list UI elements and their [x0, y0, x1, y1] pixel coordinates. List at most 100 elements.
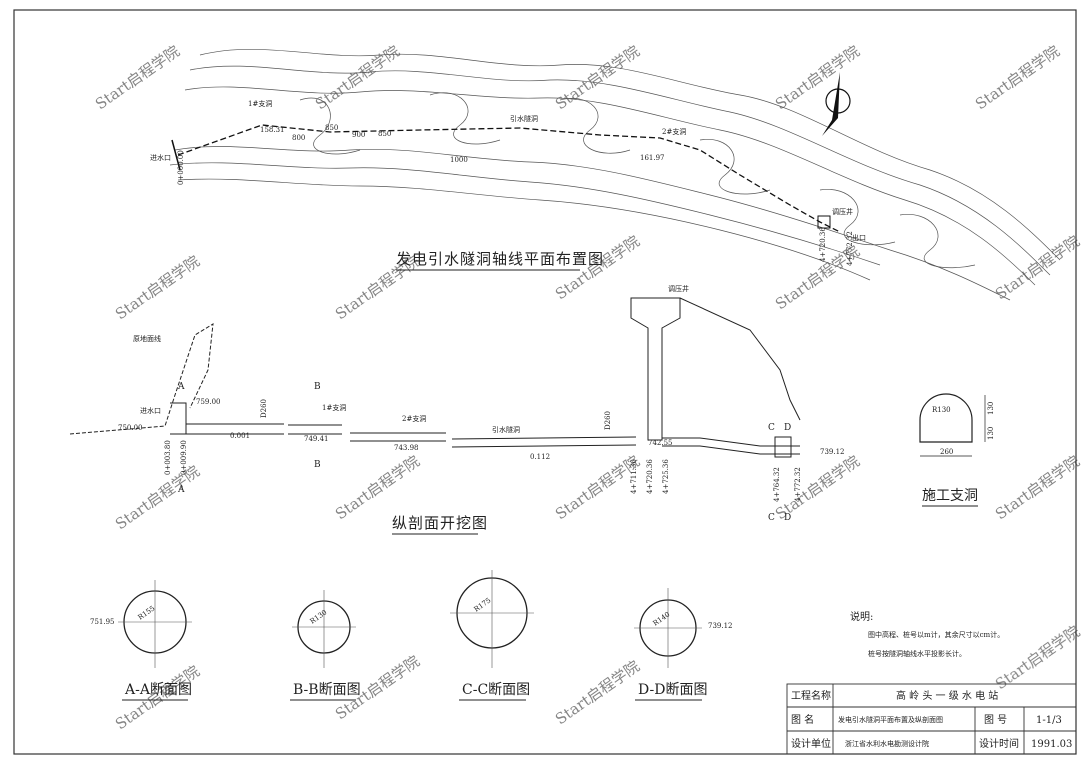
contour-line [189, 65, 1051, 276]
section-c: R175 C-C断面图 [450, 570, 534, 701]
section-mark-a: A [177, 382, 185, 392]
profile-st-inlet1: 0+003.80 [164, 440, 172, 475]
watermark-text: Start启程学院 [92, 42, 183, 113]
watermark-text: Start启程学院 [332, 452, 423, 523]
profile-slope-1: 0.001 [230, 432, 250, 440]
profile-outlet-elev: 739.12 [820, 448, 845, 456]
plan-adit2-elev: 161.97 [640, 154, 665, 162]
section-mark-c: C [768, 513, 775, 523]
profile-d260b: D260 [604, 411, 612, 430]
section-mark-b: B [314, 382, 321, 392]
title-block-frame [786, 683, 1077, 755]
hill-line [679, 297, 801, 421]
sheet-border [13, 9, 1077, 755]
profile-adit2-elev: 743.98 [394, 444, 419, 452]
section-a: R155 751.95 A-A断面图 [90, 580, 192, 701]
section-title: A-A断面图 [124, 682, 192, 698]
section-title: D-D断面图 [638, 682, 707, 698]
section-mark-b: B [314, 460, 321, 470]
plan-contour-label: 850 [325, 124, 338, 132]
watermark-text: Start启程学院 [312, 42, 403, 113]
contour-line [699, 139, 771, 195]
plan-surge-label: 调压井 [832, 207, 853, 216]
contour-line [184, 86, 1036, 286]
tb-time-label: 设计时间 [979, 737, 1019, 750]
profile-slope-2: 0.112 [530, 453, 550, 461]
adit-r: R130 [932, 406, 951, 414]
section-title: B-B断面图 [293, 682, 361, 698]
tb-no-label: 图 号 [984, 714, 1007, 726]
section-elev: 739.12 [708, 622, 733, 630]
profile-title: 纵剖面开挖图 [392, 514, 488, 532]
contour-line [819, 189, 896, 246]
watermark-text: Start启程学院 [992, 452, 1083, 523]
plan-adit1-label: 1#支洞 [248, 99, 272, 108]
profile-inlet-label: 进水口 [140, 406, 161, 415]
section-r: R155 [137, 604, 157, 621]
profile-d260a: D260 [260, 399, 268, 418]
profile-st-d: 4+764.32 [773, 467, 781, 502]
ground-line [69, 323, 214, 435]
tunnel-segment-5 [662, 437, 800, 455]
plan-tunnel-label: 引水隧洞 [510, 114, 538, 123]
plan-surge-shaft [817, 215, 831, 229]
plan-contour-label: 900 [352, 131, 365, 139]
outlet-structure [774, 436, 792, 458]
tb-no-value: 1-1/3 [1036, 715, 1062, 726]
tunnel-segment-2 [288, 424, 342, 435]
tb-unit-label: 设计单位 [791, 737, 831, 750]
adit-title: 施工支洞 [922, 488, 978, 504]
north-arrow-icon [822, 72, 851, 136]
tunnel-segment-1 [186, 423, 284, 435]
profile-surge-elev: 742.55 [648, 439, 673, 447]
watermark-text: Start启程学院 [992, 232, 1083, 303]
watermark-text: Start启程学院 [552, 657, 643, 728]
adit-section [919, 393, 986, 457]
plan-contour-label: 800 [292, 134, 305, 142]
section-mark-c: C [768, 423, 775, 433]
contour-line [177, 178, 871, 281]
section-r: R175 [473, 596, 493, 613]
tb-drawing-value: 发电引水隧洞平面布置及纵剖面图 [838, 715, 943, 724]
adit-w: 260 [940, 448, 953, 456]
contour-line [429, 92, 501, 145]
watermark-text: Start启程学院 [992, 622, 1083, 693]
profile-adit1-label: 1#支洞 [322, 403, 346, 412]
section-mark-d: D [784, 513, 791, 523]
profile-adit1-elev: 749.41 [304, 435, 329, 443]
notes-line-2: 桩号按隧洞轴线水平投影长计。 [868, 649, 966, 658]
profile-st-c: 4+725.36 [662, 459, 670, 494]
tb-project-label: 工程名称 [791, 689, 831, 702]
profile-st-inlet2: 0+009.90 [180, 440, 188, 475]
profile-view [69, 297, 801, 458]
surge-shaft [630, 297, 681, 441]
plan-adit2-label: 2#支洞 [662, 127, 686, 136]
section-b: R130 B-B断面图 [290, 590, 361, 701]
plan-station-1: 4+720.36 [819, 227, 827, 262]
profile-st-e: 4+772.32 [794, 467, 802, 502]
contour-line [559, 98, 631, 154]
plan-view [169, 48, 1061, 301]
tb-unit-value: 浙江省水利水电勘测设计院 [845, 739, 929, 748]
plan-contour-label: 1000 [450, 156, 468, 164]
plan-inlet-station: 0+000.00 [177, 150, 185, 185]
section-mark-d: D [784, 423, 791, 433]
plan-inlet-label: 进水口 [150, 153, 171, 162]
section-title: C-C断面图 [462, 682, 530, 698]
watermark-text: Start启程学院 [112, 252, 203, 323]
watermark-text: Start启程学院 [972, 42, 1063, 113]
notes-heading: 说明: [850, 610, 873, 623]
adit-outline [919, 393, 973, 443]
tb-time-value: 1991.03 [1031, 739, 1072, 750]
adit-h1: 130 [987, 402, 995, 415]
contour-line [169, 162, 881, 266]
profile-inlet-water: 750.00 [118, 424, 143, 432]
contour-line [174, 146, 1011, 301]
profile-inlet-structure [170, 402, 187, 435]
section-d: R140 739.12 D-D断面图 [634, 588, 733, 701]
tunnel-segment-3 [350, 432, 446, 442]
plan-station-2: 4+772.32 [846, 231, 854, 266]
watermark-layer: Start启程学院 Start启程学院 Start启程学院 Start启程学院 … [92, 42, 1083, 733]
inlet-symbol [171, 139, 181, 171]
